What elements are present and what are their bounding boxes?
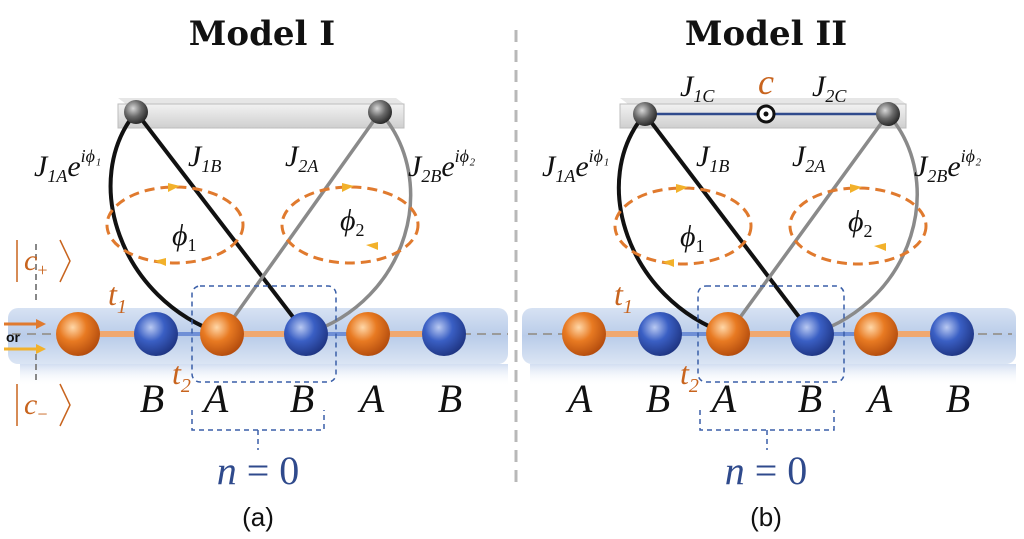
site-label: A: [709, 376, 737, 421]
unit-cell-box: [191, 285, 337, 383]
coupling-label-j2a: J2A: [285, 140, 319, 176]
phase-label-phi1: ϕ1: [680, 220, 705, 256]
coupling-label-j1a: J1Aeiϕ₁: [542, 146, 609, 186]
coupling-line-j2b: [305, 110, 413, 336]
waveguide-shadow: [530, 364, 1016, 386]
site-label: A: [357, 376, 385, 421]
site-label: A: [201, 376, 229, 421]
phase-loop-1: [613, 186, 753, 266]
phase-loop-1: [105, 185, 245, 265]
site-atom-blue: [930, 312, 974, 356]
unit-cell-bracket: [699, 410, 835, 450]
cavity-label: c: [758, 62, 774, 102]
coupling-label-j2b: J2Beiϕ₂: [914, 146, 981, 186]
phase-loop-2: [788, 186, 928, 266]
coupling-line-j2a: [220, 110, 382, 336]
loop-arrow-icon: [676, 184, 688, 193]
loop-arrow-icon: [850, 184, 862, 193]
coupling-point-1: [633, 102, 657, 126]
ket-bracket: [59, 239, 71, 283]
hop-label-t1: t1: [108, 276, 127, 318]
unit-cell-box: [697, 285, 845, 383]
loop-arrow-icon: [154, 258, 166, 266]
site-label: A: [865, 376, 893, 421]
hop-label-t1: t1: [614, 276, 633, 318]
site-atom-blue: [638, 312, 682, 356]
waveguide-shadow: [20, 364, 508, 386]
coupling-label-j1b: J1B: [188, 140, 221, 176]
coupling-label-j1a: J1Aeiϕ₁: [34, 146, 101, 186]
site-atom-orange: [56, 312, 100, 356]
site-atom-orange: [854, 312, 898, 356]
panel-title: Model I: [189, 14, 335, 54]
or-label: or: [6, 329, 21, 345]
coupling-line-j1a: [616, 112, 729, 336]
phase-loop-2: [280, 185, 420, 265]
site-atom-orange: [200, 312, 244, 356]
hop-label-t2: t2: [172, 355, 191, 397]
loop-arrow-icon: [342, 183, 354, 192]
loop-arrow-icon: [366, 242, 378, 250]
panel-label: (a): [242, 502, 274, 532]
coupling-point-2: [368, 100, 392, 124]
panel-title: Model II: [685, 14, 847, 54]
coupling-label-j2c: J2C: [812, 70, 847, 106]
input-states: c+ c− or: [4, 239, 71, 427]
ket-bracket: [59, 383, 71, 427]
site-label: B: [798, 376, 822, 421]
coupling-line-j2b: [811, 112, 919, 336]
panel-model-1: Model I ϕ1 ϕ2 J1: [4, 14, 508, 532]
coupling-point-1: [124, 100, 148, 124]
coupling-point-2: [876, 102, 900, 126]
site-atom-orange: [706, 312, 750, 356]
site-atom-blue: [422, 312, 466, 356]
unit-cell-bracket: [191, 410, 325, 450]
loop-arrow-icon: [874, 243, 886, 251]
arrow-right-icon: [36, 319, 46, 329]
coupling-line-j1b: [134, 110, 308, 336]
site-atom-blue: [790, 312, 834, 356]
site-atom-blue: [134, 312, 178, 356]
coupling-label-j1c: J1C: [680, 70, 715, 106]
site-label: B: [290, 376, 314, 421]
top-bar: [117, 98, 405, 129]
phase-label-phi2: ϕ2: [848, 205, 873, 241]
coupling-line-j1a: [108, 110, 223, 336]
ket-c-minus: c−: [24, 388, 47, 424]
arrow-right-icon: [36, 344, 46, 354]
unit-cell-index: n = 0: [725, 448, 808, 493]
panel-model-2: Model II c J1C J2C: [522, 14, 1016, 532]
site-atom-orange: [562, 312, 606, 356]
hop-label-t2: t2: [680, 355, 699, 397]
loop-arrow-icon: [168, 183, 180, 192]
loop-arrow-icon: [662, 259, 674, 267]
site-label: B: [140, 376, 164, 421]
unit-cell-index: n = 0: [217, 448, 300, 493]
site-label: B: [438, 376, 462, 421]
panel-label: (b): [750, 502, 782, 532]
coupling-line-j2a: [726, 112, 890, 336]
phase-label-phi1: ϕ1: [172, 219, 197, 255]
site-label: B: [946, 376, 970, 421]
site-label: B: [646, 376, 670, 421]
cavity-node-dot: [763, 111, 769, 117]
coupling-line-j1b: [643, 112, 814, 336]
site-atom-blue: [284, 312, 328, 356]
coupling-label-j2b: J2Beiϕ₂: [408, 146, 475, 186]
phase-label-phi2: ϕ2: [340, 204, 365, 240]
coupling-label-j1b: J1B: [696, 140, 729, 176]
site-atom-orange: [346, 312, 390, 356]
ket-c-plus: c+: [24, 244, 47, 280]
coupling-label-j2a: J2A: [792, 140, 826, 176]
site-label: A: [565, 376, 593, 421]
